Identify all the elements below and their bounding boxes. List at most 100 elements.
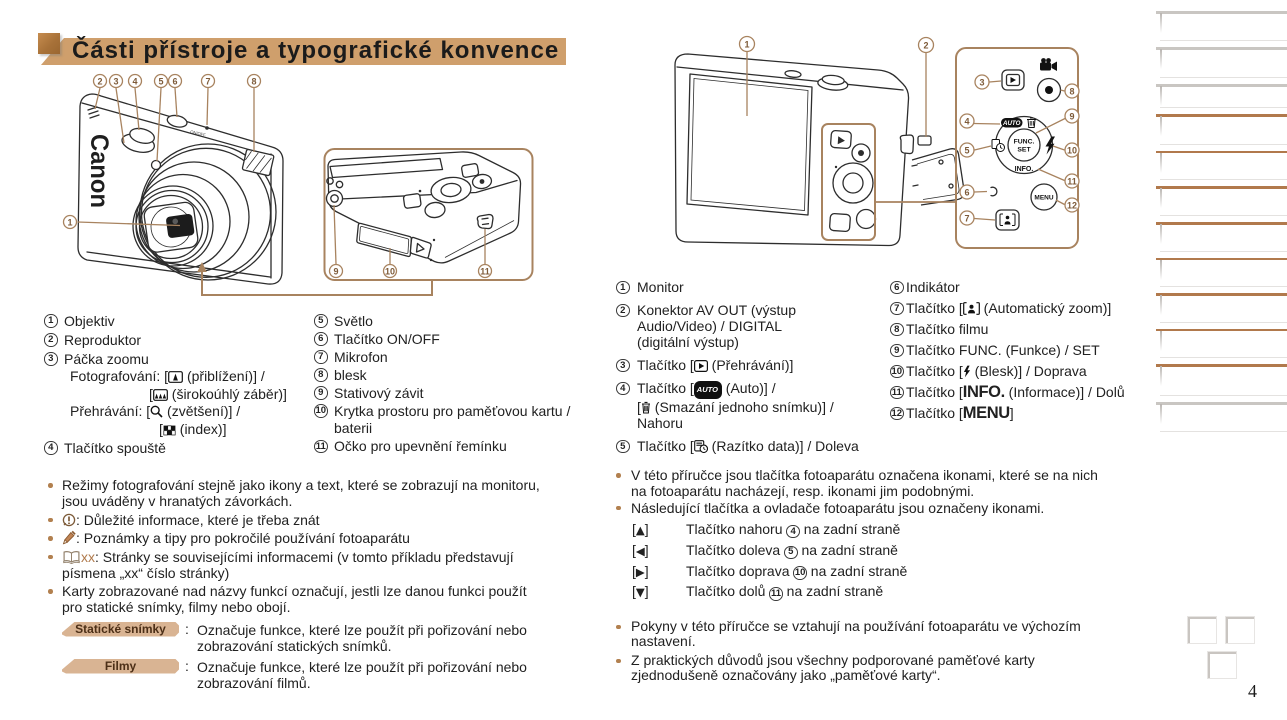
svg-text:9: 9 [333,267,338,277]
text-run: na zadní straně [806,562,908,579]
tab-top-border [1156,222,1287,225]
tab-left-border [1160,49,1162,70]
item-number: 3 [44,352,58,366]
text-run: Krytka prostoru pro paměťovou kartu / [334,402,571,419]
chapter-tab[interactable] [1156,222,1287,252]
text-run: Tlačítko [ [906,300,963,316]
tab-bottom-border [1160,40,1287,41]
text-run: Režimy fotografování stejně jako ikony a… [62,477,540,493]
direction-triangle-icon: ▲ [635,523,645,537]
badge-row: Filmy:Označuje funkce, které lze použít … [62,658,602,691]
tab-top-border [1156,11,1287,14]
text-run: Tlačítko [ [637,438,694,454]
svg-text:1: 1 [67,218,72,228]
text-run: [ [632,521,636,537]
direction-triangle-icon: ▶ [635,564,645,579]
zoomw-icon [152,388,168,401]
item-number: 4 [616,381,630,395]
badge-description-line: Označuje funkce, které lze použít při po… [197,621,527,638]
text-run: (Auto)] / [721,380,776,396]
date-stamp-icon [991,139,1005,152]
chapter-tab[interactable] [1156,11,1287,41]
note-bullet: Z praktických důvodů jsou všechny podpor… [613,652,1143,684]
item-text-line: Fotografování: [ (přiblížení)] / [64,368,324,384]
auto-pill-icon: AUTO [693,381,722,399]
tab-bottom-border [1160,321,1287,323]
text-run: Karty zobrazované nad názvy funkcí označ… [62,583,527,599]
camera-bottom-drawing: 9 10 11 [323,148,534,281]
text-run: ] [644,562,649,579]
svg-text:5: 5 [158,77,163,87]
tab-left-border [1160,152,1162,173]
text-run: Tlačítko spouště [64,439,166,456]
text-run: na zadní straně [797,541,898,558]
text-run: baterii [334,420,373,436]
item-number: 1 [44,314,58,328]
text-run: písmena „xx“ číslo stránky) [62,564,230,581]
circled-number: 11 [769,587,783,601]
chapter-tab[interactable] [1156,114,1287,145]
note-bullet: Režimy fotografování stejně jako ikony a… [45,477,585,509]
chapter-tab[interactable] [1156,150,1287,180]
text-run: [ [637,399,641,415]
note-text-line: na fotoaparátu nacházejí, resp. ikonami … [631,483,1143,499]
chapter-tab[interactable] [1156,47,1287,78]
note-text-line: : Poznámky a tipy pro pokročilé používán… [62,530,585,546]
back-callouts: 1 2 [738,35,935,137]
chapter-tab[interactable] [1156,293,1287,323]
chapter-tab[interactable] [1156,402,1287,432]
tab-bottom-border [1160,179,1287,180]
text-run: Tlačítko FUNC. (Funkce) / SET [906,342,1100,358]
item-text-line: Konektor AV OUT (výstup [637,302,896,318]
item-text-line: [ (Smazání jednoho snímku)] / [637,399,896,415]
figure-front-and-bottom: Canon ON/OFF [62,73,534,296]
item-text-line: Tlačítko [ (Blesk)] / Doprava [906,363,1170,379]
text-run: [ [149,385,153,402]
page-number: 4 [1248,681,1257,701]
chapter-tab[interactable] [1156,328,1287,358]
text-run: Tlačítko [ [637,357,694,373]
svg-text:SET: SET [1017,147,1031,154]
text-run: Tlačítko nahoru [686,521,787,537]
text-run: na fotoaparátu nacházejí, resp. ikonami … [631,483,975,499]
nav-square-icon[interactable] [1187,616,1217,644]
tab-bottom-border [1160,286,1287,287]
chapter-tab[interactable] [1156,84,1287,108]
circled-number: 10 [793,566,807,580]
flash-icon [963,365,971,378]
item-text-line: Monitor [637,279,896,295]
nav-square-icon[interactable] [1225,616,1255,644]
badge-description: Označuje funkce, které lze použít při po… [197,659,527,691]
note-bullet: : Poznámky a tipy pro pokročilé používán… [45,530,585,546]
direction-button-row: [▲]Tlačítko nahoru 4 na zadní straně [632,521,1032,539]
tab-bottom-border [1160,77,1287,78]
circled-number: 5 [784,545,798,559]
text-run: V této příručce jsou tlačítka fotoaparát… [631,467,1098,483]
text-run: : Důležité informace, které je třeba zná… [76,511,320,528]
trash-icon [1027,117,1036,128]
tab-top-border [1156,293,1287,296]
play-icon [693,360,708,373]
nav-square-icon[interactable] [1207,651,1237,679]
chapter-tab[interactable] [1156,186,1287,216]
direction-button-row: [▼]Tlačítko dolů 11 na zadní straně [632,583,1032,601]
item-number: 8 [314,368,328,382]
text-run: Tlačítko [ [906,363,963,379]
tab-bottom-border [1160,357,1287,358]
item-text-line: Reproduktor [64,332,324,348]
item-number: 6 [890,280,904,294]
chapter-tab[interactable] [1156,364,1287,396]
auto-zoom-icon [999,213,1016,226]
item-text-line: Tlačítko filmu [906,321,1170,337]
text-run: : Stránky se souvisejícími informacemi (… [95,548,514,565]
chapter-tab[interactable] [1156,257,1287,287]
